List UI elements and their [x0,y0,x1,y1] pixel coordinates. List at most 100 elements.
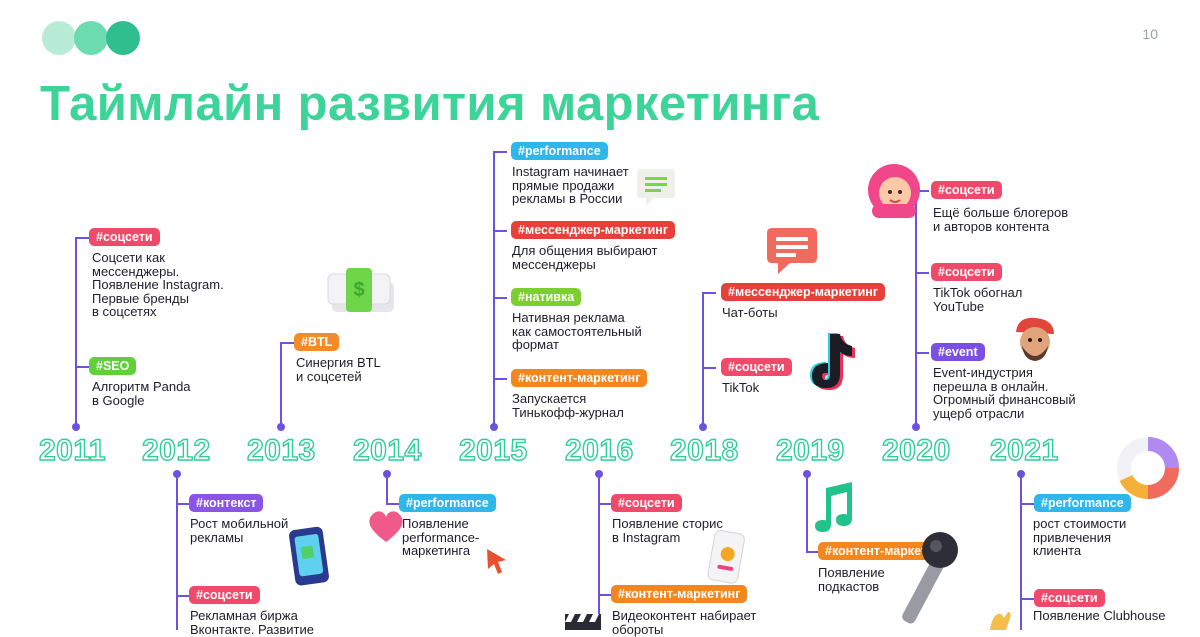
year-label: 2016 [564,433,634,467]
chat-bubble-icon [637,169,675,206]
svg-text:$: $ [353,279,364,301]
clubhouse-hand-icon [990,612,1011,630]
tag-content: #контент-маркетинг [818,542,955,560]
tag-socseti: #соцсети [611,494,682,512]
phone-icon [707,530,745,584]
timeline-dot [383,470,391,478]
connector-branch [702,292,716,294]
year-label: 2014 [352,433,422,467]
tag-messenger: #мессенджер-маркетинг [511,221,676,239]
tag-performance: #performance [511,142,608,160]
tag-performance: #performance [1034,494,1131,512]
timeline-dot [803,470,811,478]
connector-branch [493,230,507,232]
connector-line [176,474,178,630]
tag-socseti: #соцсети [1034,589,1105,607]
chat-bubble-icon [767,228,817,274]
connector-line [280,342,282,425]
connector-branch [493,378,507,380]
event-text: TikTok [722,380,760,395]
tag-socseti: #соцсети [89,228,160,246]
blogger-avatar-icon [868,164,920,218]
event-text: Чат-боты [722,305,778,320]
connector-branch [75,237,89,239]
year-label: 2013 [246,433,316,467]
logo-dot [106,21,140,55]
donut-chart-icon [1117,437,1179,500]
connector-branch [702,367,716,369]
phone-icon [289,526,329,586]
timeline-dot [173,470,181,478]
tag-socseti: #соцсети [189,586,260,604]
connector-branch [493,151,507,153]
connector-branch [176,595,190,597]
connector-branch [176,503,190,505]
connector-line [493,151,495,425]
connector-branch [915,190,929,192]
connector-branch [915,272,929,274]
tag-event: #event [931,343,985,361]
tag-btl: #BTL [294,333,340,351]
tag-performance: #performance [399,494,496,512]
tiktok-icon [810,333,855,390]
tag-content: #контент-маркетинг [511,369,648,387]
tag-socseti: #соцсети [931,263,1002,281]
connector-line [386,474,388,504]
cursor-icon [487,549,506,574]
connector-branch [806,551,820,553]
connector-branch [1020,503,1034,505]
connector-branch [598,594,612,596]
tag-content: #контент-маркетинг [611,585,748,603]
connector-branch [493,297,507,299]
timeline-dot [1017,470,1025,478]
tag-seo: #SEO [89,357,137,375]
timeline-dot [912,423,920,431]
event-person-icon [1016,317,1054,361]
page-title: Таймлайн развития маркетинга [40,77,820,131]
timeline-dot [277,423,285,431]
event-text: Появление Clubhouse [1033,608,1166,623]
connector-line [702,292,704,425]
timeline-dot [72,423,80,431]
tag-nativka: #нативка [511,288,582,306]
timeline-dot [699,423,707,431]
connector-line [806,474,808,552]
page-number: 10 [1142,26,1158,42]
year-label: 2021 [989,433,1059,467]
heart-icon [369,511,403,542]
year-label: 2019 [775,433,845,467]
clapperboard-icon [565,614,601,630]
connector-line [598,474,600,630]
microphone-icon [902,532,958,624]
tag-socseti: #соцсети [931,181,1002,199]
year-label: 2015 [458,433,528,467]
year-label: 2018 [669,433,739,467]
connector-line [1020,474,1022,630]
connector-line [915,190,917,425]
tag-messenger: #мессенджер-маркетинг [721,283,886,301]
year-label: 2011 [38,433,107,467]
tag-context: #контекст [189,494,264,512]
money-stack-icon: $ [327,268,394,312]
year-label: 2020 [881,433,951,467]
connector-branch [386,503,400,505]
connector-branch [598,503,612,505]
music-note-icon [815,482,852,532]
connector-branch [280,342,294,344]
timeline-dot [595,470,603,478]
year-label: 2012 [141,433,211,467]
connector-branch [915,352,929,354]
